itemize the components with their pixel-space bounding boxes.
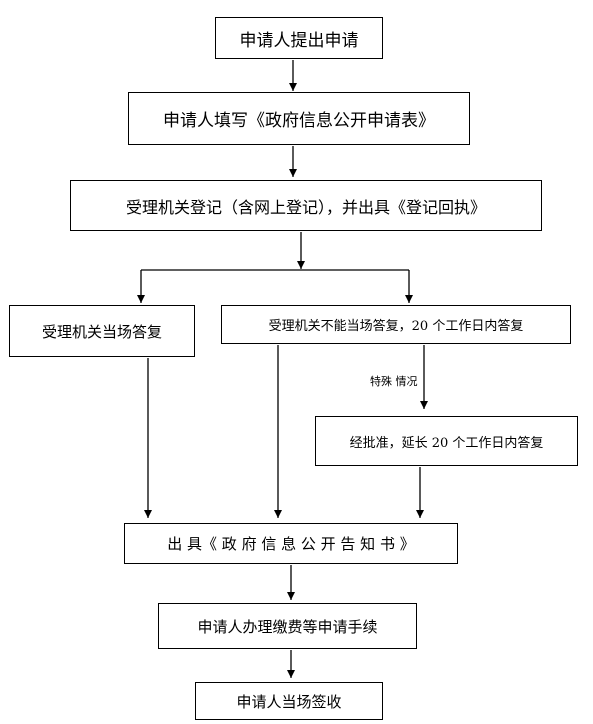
special-case-label: 特殊 情况 bbox=[370, 375, 418, 388]
step-register-application: 受理机关登记（含网上登记），并出具《登记回执》 bbox=[70, 180, 542, 231]
step-fee-procedures-label: 申请人办理缴费等申请手续 bbox=[197, 617, 378, 636]
step-sign-receipt-label: 申请人当场签收 bbox=[236, 692, 342, 711]
step-register-application-label: 受理机关登记（含网上登记），并出具《登记回执》 bbox=[125, 197, 486, 217]
step-issue-disclosure-notice: 出 具《 政 府 信 息 公 开 告 知 书 》 bbox=[124, 523, 458, 564]
step-fill-application-form-label: 申请人填写《政府信息公开申请表》 bbox=[163, 111, 435, 131]
branch-immediate-reply: 受理机关当场答复 bbox=[9, 305, 195, 357]
step-submit-application-label: 申请人提出申请 bbox=[239, 30, 359, 51]
step-sign-receipt: 申请人当场签收 bbox=[195, 682, 383, 720]
step-approved-extension: 经批准，延长 20 个工作日内答复 bbox=[315, 416, 578, 466]
step-submit-application: 申请人提出申请 bbox=[215, 17, 383, 59]
step-issue-disclosure-notice-label: 出 具《 政 府 信 息 公 开 告 知 书 》 bbox=[167, 535, 415, 553]
branch-deferred-reply-label: 受理机关不能当场答复，20 个工作日内答复 bbox=[268, 319, 524, 334]
branch-deferred-reply: 受理机关不能当场答复，20 个工作日内答复 bbox=[221, 305, 571, 344]
step-fill-application-form: 申请人填写《政府信息公开申请表》 bbox=[128, 92, 470, 145]
step-fee-procedures: 申请人办理缴费等申请手续 bbox=[158, 603, 417, 649]
step-approved-extension-label: 经批准，延长 20 个工作日内答复 bbox=[349, 435, 544, 451]
branch-immediate-reply-label: 受理机关当场答复 bbox=[41, 322, 162, 341]
